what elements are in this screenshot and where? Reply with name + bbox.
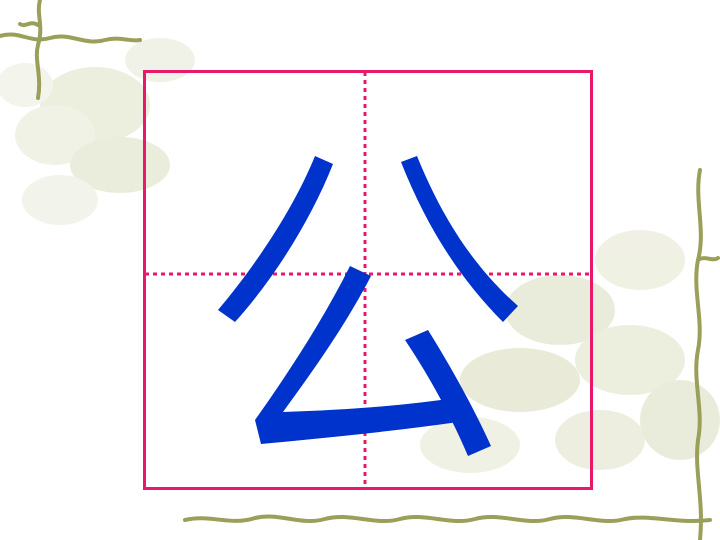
character-display: 公 <box>143 70 593 490</box>
stroke-left-pie <box>218 156 333 322</box>
grid-border <box>143 70 593 490</box>
character-strokes <box>218 156 518 456</box>
stroke-bottom-pie <box>255 266 458 444</box>
stroke-bottom-dian <box>405 330 491 456</box>
character-glyph <box>218 156 518 456</box>
vine-right <box>694 168 720 540</box>
floral-watermark-bottom-right <box>420 230 720 473</box>
stroke-right-na <box>401 156 518 322</box>
vine-bottom <box>183 514 712 524</box>
vine-top-left <box>0 0 142 100</box>
